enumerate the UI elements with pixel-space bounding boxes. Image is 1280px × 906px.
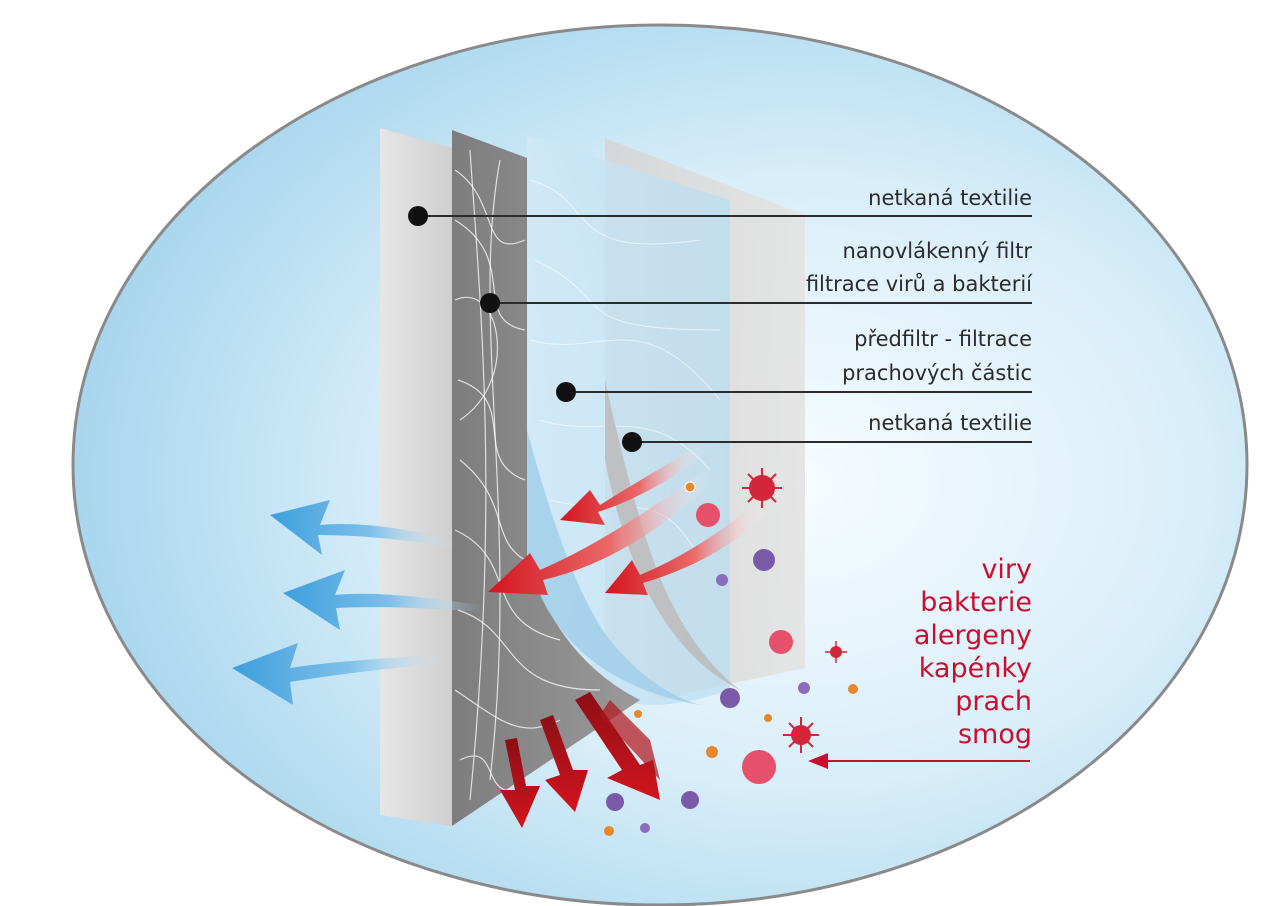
virus-purple-icon — [798, 682, 810, 694]
clean-air-arrows — [232, 500, 480, 705]
virus-purple-icon — [753, 549, 775, 571]
layer-label-2b: filtrace virů a bakterií — [806, 272, 1033, 296]
virus-purple-icon — [716, 574, 728, 586]
threat-item: alergeny — [914, 620, 1032, 651]
threat-item: kapénky — [919, 653, 1032, 684]
dust-particle-icon — [604, 826, 614, 836]
threat-item: prach — [955, 686, 1032, 717]
virus-purple-icon — [606, 793, 624, 811]
trapped-arrow — [540, 715, 588, 812]
virus-red-icon — [742, 468, 782, 508]
dust-particle-icon — [634, 710, 642, 718]
leader-dot — [556, 382, 576, 402]
virus-red-icon — [783, 717, 819, 753]
layer-labels: netkaná textilie nanovlákenný filtr filt… — [806, 186, 1033, 435]
leader-dot — [408, 206, 428, 226]
clean-air-arrow — [270, 500, 455, 555]
leader-dots — [408, 206, 642, 452]
incoming-pointer-arrow — [808, 753, 1030, 769]
threat-item: bakterie — [920, 587, 1032, 618]
trapped-particle-arrows — [500, 692, 660, 828]
virus-purple-icon — [681, 791, 699, 809]
trapped-arrow — [600, 700, 660, 780]
dust-particle-icon — [706, 746, 718, 758]
bacterium-icon — [769, 630, 793, 654]
threat-item: smog — [958, 719, 1032, 750]
threat-item: viry — [981, 554, 1032, 585]
dust-particle-icon — [764, 714, 772, 722]
bacterium-icon — [696, 503, 720, 527]
leader-lines — [418, 215, 1032, 443]
trapped-arrow — [575, 692, 660, 800]
clean-air-arrow — [283, 570, 480, 630]
threat-list: viry bakterie alergeny kapénky prach smo… — [914, 554, 1032, 750]
dust-particle-icon — [848, 684, 858, 694]
virus-purple-icon — [720, 688, 740, 708]
virus-red-icon — [825, 641, 847, 663]
leader-dot — [622, 432, 642, 452]
layer-curl-blue — [527, 430, 700, 705]
panel-front-nonwoven — [380, 128, 452, 826]
layer-label-4: netkaná textilie — [868, 411, 1032, 435]
particles — [604, 468, 858, 836]
virus-purple-icon — [640, 823, 650, 833]
layer-label-1: netkaná textilie — [868, 186, 1032, 210]
contaminant-arrow — [560, 445, 705, 525]
bacterium-icon — [742, 750, 776, 784]
dust-particle-icon — [684, 481, 696, 493]
layer-label-3a: předfiltr - filtrace — [854, 327, 1032, 351]
trapped-arrow — [500, 738, 540, 828]
layer-label-2a: nanovlákenný filtr — [843, 239, 1033, 263]
leader-dot — [480, 293, 500, 313]
clean-air-arrow — [232, 643, 445, 705]
contaminant-arrow — [605, 500, 768, 595]
layer-label-3b: prachových částic — [842, 361, 1032, 385]
